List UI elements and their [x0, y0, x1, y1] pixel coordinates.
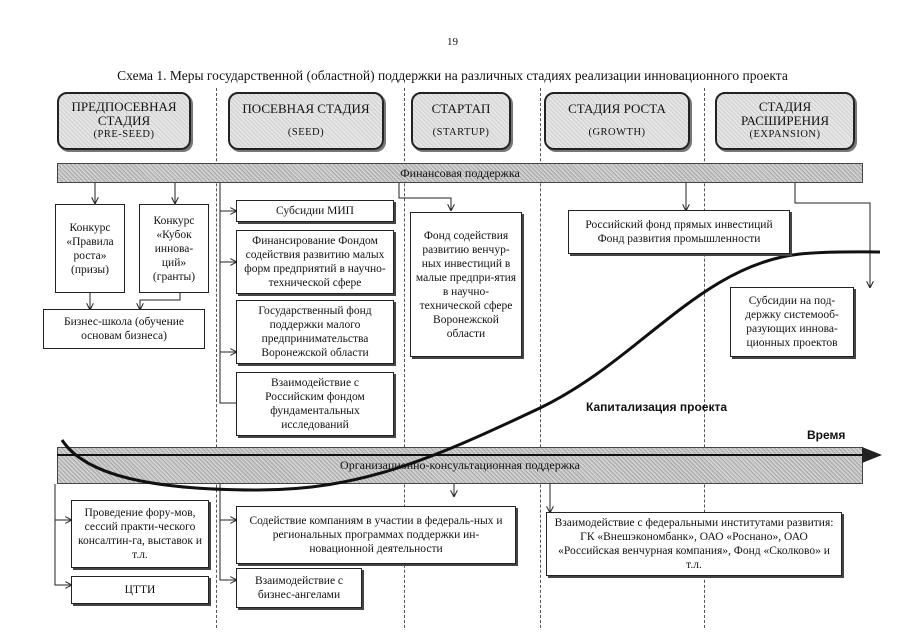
stage-growth: СТАДИЯ РОСТА (GROWTH): [544, 92, 690, 150]
contest-cup-box: Конкурс «Кубок иннова-ций» (гранты): [139, 204, 209, 293]
stage-divider: [216, 88, 217, 628]
stage-startup: СТАРТАП (STARTUP): [411, 92, 511, 150]
rdif-text: Российский фонд прямых инвестиций Фонд р…: [585, 219, 773, 245]
rdif-box: Российский фонд прямых инвестиций Фонд р…: [568, 210, 790, 254]
voronezh-fund-box: Государственный фонд поддержки малого пр…: [236, 300, 394, 364]
curve-label: Капитализация проекта: [586, 400, 728, 414]
contest-cup-text: Конкурс «Кубок иннова-ций» (гранты): [152, 214, 196, 283]
voronezh-fund-text: Государственный фонд поддержки малого пр…: [258, 305, 372, 359]
stage-expansion: СТАДИЯ РАСШИРЕНИЯ (EXPANSION): [715, 92, 855, 150]
ctti-box: ЦТТИ: [71, 576, 209, 604]
financial-support-band: Финансовая поддержка: [57, 163, 863, 183]
stage-code: (PRE-SEED): [93, 129, 155, 140]
institutes-box: Взаимодействие с федеральными институтам…: [546, 512, 842, 576]
time-axis-label: Время: [807, 428, 846, 442]
stage-name: СТАДИЯ РАСШИРЕНИЯ: [740, 99, 830, 128]
fund-small-forms-text: Финансирование Фондом содействия развити…: [244, 235, 386, 289]
stage-name: СТАДИЯ РОСТА: [568, 101, 666, 116]
federal-programs-text: Содействие компаниям в участии в федерал…: [249, 515, 503, 555]
ctti-text: ЦТТИ: [124, 584, 156, 596]
subsidies-mip-text: Субсидии МИП: [276, 205, 354, 217]
page-number: 19: [447, 36, 458, 48]
rffi-text: Взаимодействие с Российским фондом фунда…: [265, 377, 365, 431]
stage-code: (SEED): [287, 127, 325, 138]
capitalization-curve: [60, 250, 881, 492]
contest-rules-box: Конкурс «Правила роста» (призы): [55, 204, 125, 293]
stage-name: СТАРТАП: [431, 101, 491, 116]
business-school-box: Бизнес-школа (обучение основам бизнеса): [43, 309, 205, 349]
federal-programs-box: Содействие компаниям в участии в федерал…: [236, 506, 516, 564]
system-subsidies-text: Субсидии на под-держку системооб-разующи…: [745, 295, 839, 349]
stage-seed: ПОСЕВНАЯ СТАДИЯ (SEED): [228, 92, 384, 150]
fund-small-forms-box: Финансирование Фондом содействия развити…: [236, 230, 394, 294]
venture-fund-text: Фонд содействия развитию венчур-ных инве…: [415, 229, 517, 340]
forums-box: Проведение фору-мов, сессий практи-ческо…: [71, 500, 209, 568]
stage-name: ПОСЕВНАЯ СТАДИЯ: [242, 101, 370, 116]
stage-divider: [704, 88, 705, 628]
forums-text: Проведение фору-мов, сессий практи-ческо…: [77, 507, 203, 561]
institutes-text: Взаимодействие с федеральными институтам…: [554, 517, 834, 571]
business-school-text: Бизнес-школа (обучение основам бизнеса): [64, 316, 184, 342]
stage-divider: [540, 88, 541, 628]
venture-fund-box: Фонд содействия развитию венчур-ных инве…: [410, 212, 522, 357]
contest-rules-text: Конкурс «Правила роста» (призы): [66, 221, 114, 276]
org-support-band: Организационно-консультационная поддержк…: [57, 447, 863, 484]
figure-title: Схема 1. Меры государственной (областной…: [117, 68, 788, 83]
business-angels-text: Взаимодействие с бизнес-ангелами: [254, 575, 344, 601]
stage-preseed: ПРЕДПОСЕВНАЯ СТАДИЯ (PRE-SEED): [57, 92, 191, 150]
stage-code: (EXPANSION): [749, 129, 821, 140]
stage-name: ПРЕДПОСЕВНАЯ СТАДИЯ: [71, 99, 177, 128]
subsidies-mip-box: Субсидии МИП: [236, 200, 394, 222]
stage-code: (GROWTH): [588, 127, 646, 138]
system-subsidies-box: Субсидии на под-держку системооб-разующи…: [730, 287, 854, 357]
rffi-box: Взаимодействие с Российским фондом фунда…: [236, 372, 394, 436]
stage-divider: [404, 88, 405, 628]
business-angels-box: Взаимодействие с бизнес-ангелами: [236, 568, 362, 608]
stage-code: (STARTUP): [432, 127, 490, 138]
